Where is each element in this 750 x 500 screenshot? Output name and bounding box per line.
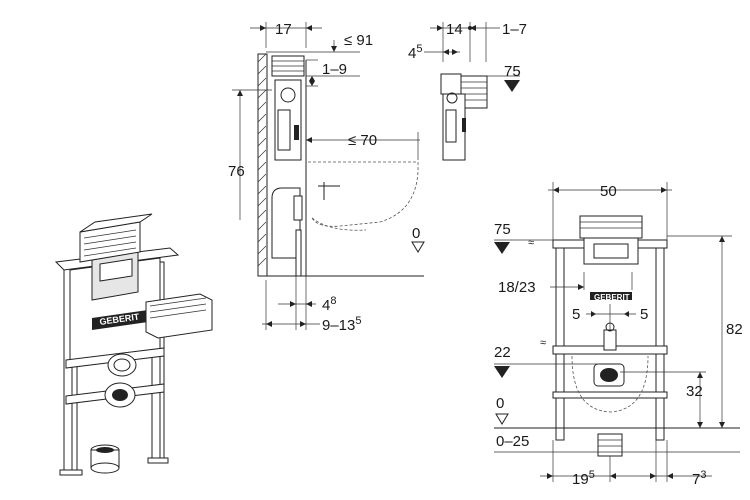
dim-small-height: 75 [504, 63, 521, 80]
dim-front-drain: 32 [686, 383, 703, 400]
dim-front-bottom-right: 73 [692, 469, 706, 488]
dim-front-connection: 22 [494, 344, 511, 361]
dim-front-spacing-right: 5 [640, 306, 648, 323]
front-brand-label: GEBERIT [594, 293, 630, 302]
dim-front-spacing-left: 5 [572, 306, 580, 323]
dim-front-total-height: 82 [726, 321, 743, 338]
dim-small-adjust: 1–7 [502, 21, 527, 38]
front-view: 50 GEBERIT 75 ≈ 18/23 [494, 182, 743, 488]
dim-front-top: 75 [494, 221, 511, 238]
side-section-view: 17 ≤ 91 1–9 76 ≤ 70 0 48 9–135 [228, 21, 425, 334]
dim-side-bowl-max: ≤ 70 [348, 132, 377, 149]
frame-perspective: GEBERIT [54, 213, 213, 476]
cistern-grid [83, 229, 137, 257]
dim-front-flush: 18/23 [498, 279, 536, 296]
dim-side-offset: 9–135 [322, 315, 362, 334]
dim-side-wall: 48 [322, 295, 336, 314]
dim-front-width: 50 [600, 183, 617, 200]
dim-side-adjust: 1–9 [322, 61, 347, 78]
svg-text:≈: ≈ [540, 337, 546, 349]
dim-front-floor-range: 0–25 [496, 433, 529, 450]
dim-side-top-max: ≤ 91 [344, 32, 373, 49]
dim-front-floor: 0 [496, 395, 504, 412]
dim-small-depth: 14 [446, 21, 463, 38]
dim-small-gap: 45 [408, 43, 422, 62]
small-side-view: 14 1–7 45 75 [408, 21, 527, 161]
dim-front-bottom-left: 195 [572, 469, 595, 488]
dim-side-height: 76 [228, 163, 245, 180]
dim-side-depth: 17 [275, 21, 292, 38]
svg-text:≈: ≈ [528, 237, 534, 249]
dim-side-floor: 0 [412, 225, 420, 242]
